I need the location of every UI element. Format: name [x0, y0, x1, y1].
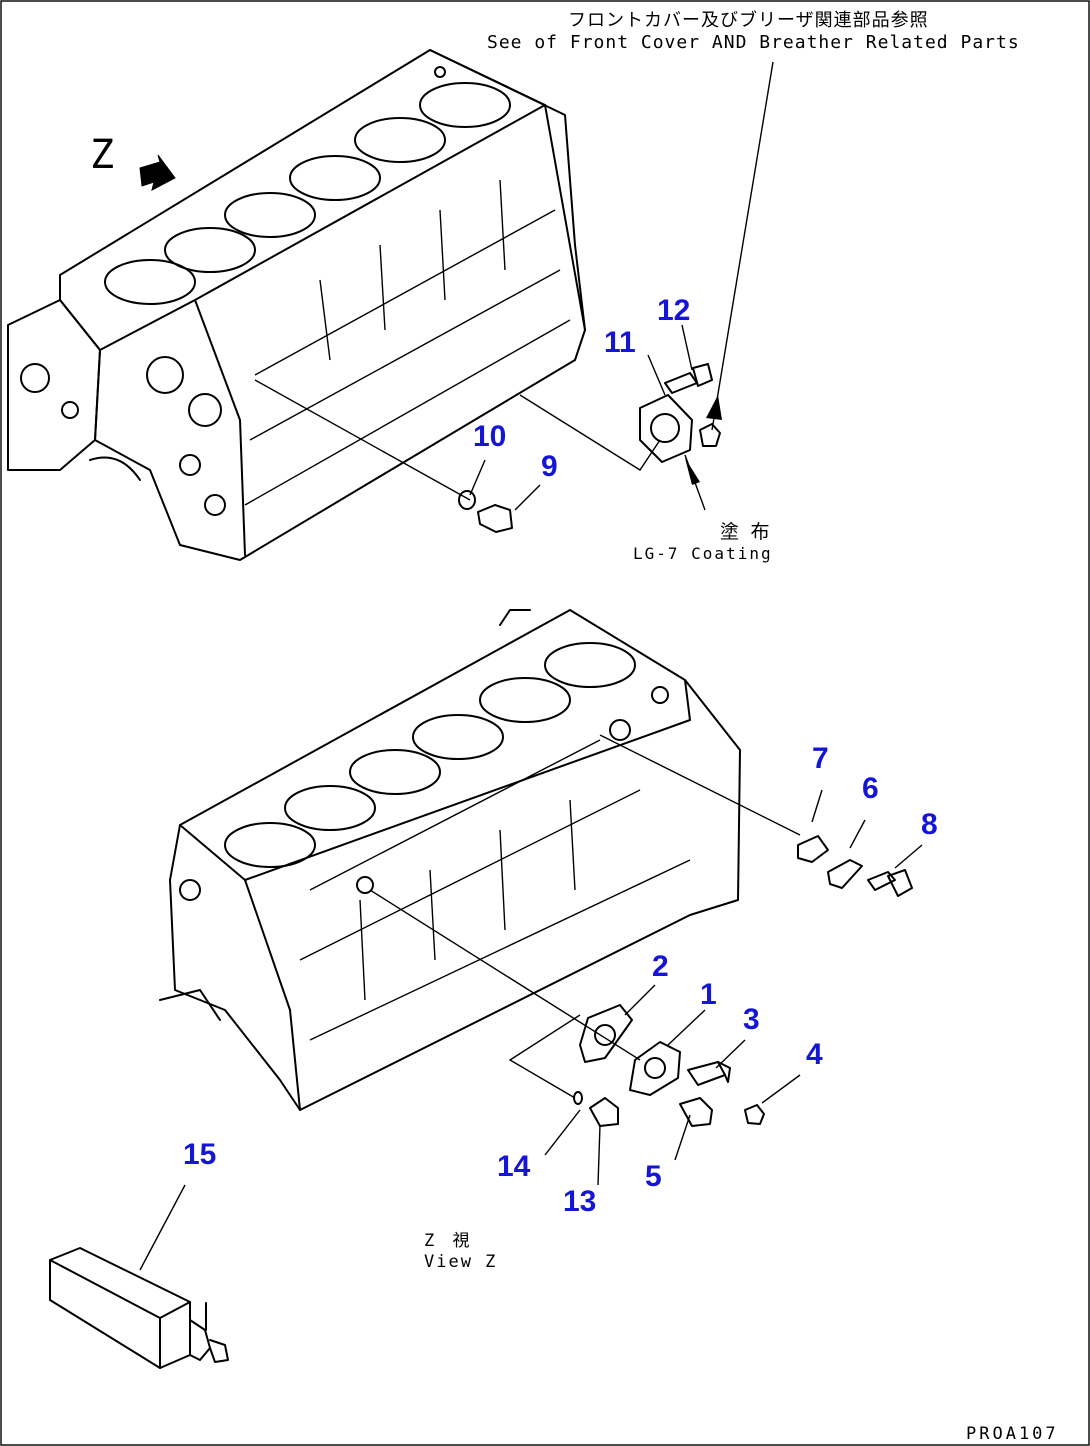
callout-10[interactable]: 10 — [473, 420, 507, 453]
upper-engine-block — [7, 49, 586, 561]
callout-5[interactable]: 5 — [645, 1160, 662, 1193]
callout-11[interactable]: 11 — [604, 326, 636, 359]
callout-8[interactable]: 8 — [921, 808, 938, 841]
view-z-caption-en: View Z — [424, 1252, 498, 1272]
lower-engine-block — [159, 609, 741, 1111]
callout-2[interactable]: 2 — [652, 950, 669, 983]
upper-leader-lines — [254, 61, 774, 511]
callout-6[interactable]: 6 — [862, 772, 879, 805]
view-z-caption-jp: Z 視 — [424, 1231, 474, 1251]
view-z-label: Z — [90, 132, 115, 178]
callout-9[interactable]: 9 — [541, 450, 558, 483]
callout-15[interactable]: 15 — [183, 1138, 217, 1171]
upper-parts — [458, 363, 721, 533]
coating-arrowhead — [685, 458, 700, 485]
drawing-code: PROA107 — [966, 1424, 1059, 1444]
reference-arrowhead — [706, 395, 722, 420]
callout-3[interactable]: 3 — [743, 1003, 760, 1036]
callout-1[interactable]: 1 — [700, 978, 717, 1011]
lower-leader-lines — [139, 734, 923, 1271]
coating-note-en: LG-7 Coating — [633, 544, 773, 563]
callout-13[interactable]: 13 — [563, 1185, 597, 1218]
callout-14[interactable]: 14 — [497, 1150, 531, 1183]
view-z-arrow — [139, 154, 176, 191]
callout-4[interactable]: 4 — [806, 1038, 823, 1071]
coating-note-jp: 塗 布 — [720, 521, 770, 543]
callout-7[interactable]: 7 — [812, 742, 829, 775]
front-cover-note-jp: フロントカバー及びブリーザ関連部品参照 — [568, 10, 929, 31]
lower-parts — [49, 835, 913, 1369]
front-cover-note-en: See of Front Cover AND Breather Related … — [487, 32, 1020, 53]
callout-12[interactable]: 12 — [657, 294, 691, 327]
